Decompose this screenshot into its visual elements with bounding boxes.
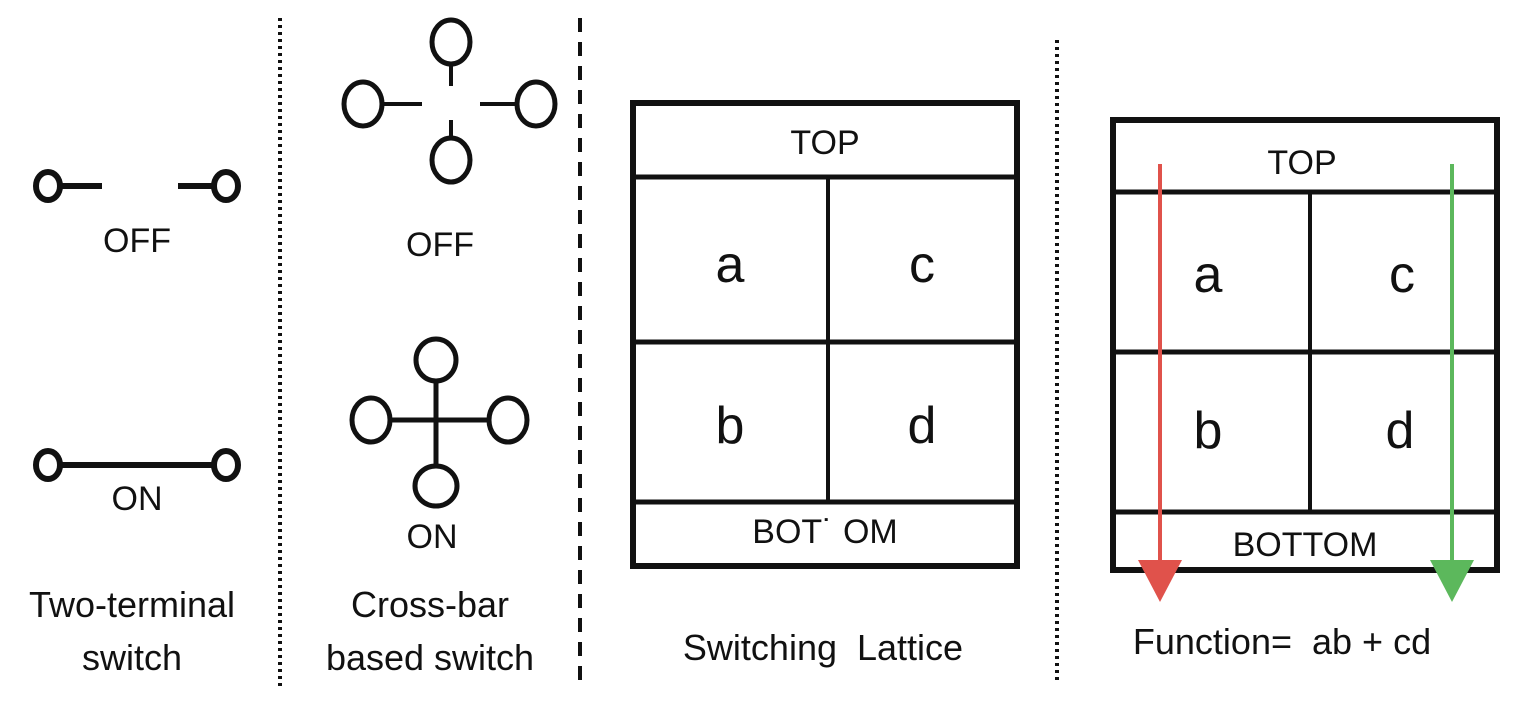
path-arrow-ab xyxy=(1138,164,1182,602)
terminal-node xyxy=(33,448,63,482)
function-lattice-frame xyxy=(1110,117,1500,573)
path-arrow-ab-head xyxy=(1138,560,1182,602)
lattice-caption: Switching Lattice xyxy=(683,627,963,668)
function-lattice-cell-a: a xyxy=(1194,246,1223,304)
lattice-cell-d: d xyxy=(908,397,937,455)
path-arrow-cd-head xyxy=(1430,560,1474,602)
function-lattice-panel: TOP a c b d BOTTOM Function= ab + cd xyxy=(1110,117,1500,662)
crossbar-node-bottom xyxy=(429,135,473,185)
two-terminal-on-label: ON xyxy=(112,480,163,518)
function-lattice-cell-d: d xyxy=(1386,402,1415,460)
crossbar-off-label: OFF xyxy=(406,226,474,264)
two-terminal-on-switch xyxy=(33,448,241,482)
two-terminal-caption-line1: Two-terminal xyxy=(29,584,235,625)
crossbar-on-switch xyxy=(349,336,530,509)
two-terminal-off-label: OFF xyxy=(103,222,171,260)
crossbar-node-bottom xyxy=(412,463,460,509)
terminal-node xyxy=(211,169,241,203)
function-lattice-bottom-label: BOTTOM xyxy=(1233,526,1378,564)
lattice-cell-a: a xyxy=(716,236,745,294)
crossbar-off-switch xyxy=(341,17,558,185)
lattice-cell-b: b xyxy=(716,397,745,455)
crossbar-node-right xyxy=(486,395,530,445)
two-terminal-caption-line2: switch xyxy=(82,637,182,678)
crossbar-node-left xyxy=(349,395,393,445)
terminal-node xyxy=(211,448,241,482)
function-lattice-cell-b: b xyxy=(1194,402,1223,460)
function-caption: Function= ab + cd xyxy=(1133,621,1431,662)
lattice-bottom-label: BOT˙ OM xyxy=(752,513,897,551)
crossbar-node-top xyxy=(413,336,459,384)
crossbar-node-top xyxy=(429,17,473,67)
two-terminal-off-switch xyxy=(33,169,241,203)
lattice-cell-c: c xyxy=(909,236,935,294)
crossbar-caption-line2: based switch xyxy=(326,637,534,678)
path-arrow-cd xyxy=(1430,164,1474,602)
crossbar-panel: OFF ON Cross-bar based switch xyxy=(326,17,558,678)
lattice-frame xyxy=(630,100,1020,569)
two-terminal-panel: OFF ON Two-terminal switch xyxy=(29,169,241,678)
function-lattice-cell-c: c xyxy=(1389,246,1415,304)
lattice-top-label: TOP xyxy=(790,124,859,162)
switching-lattice-panel: TOP a c b d BOT˙ OM Switching Lattice xyxy=(630,100,1020,668)
function-lattice-top-label: TOP xyxy=(1267,144,1336,182)
crossbar-node-right xyxy=(514,79,558,129)
crossbar-node-left xyxy=(341,79,385,129)
crossbar-caption-line1: Cross-bar xyxy=(351,584,509,625)
terminal-node xyxy=(33,169,63,203)
crossbar-on-label: ON xyxy=(407,518,458,556)
